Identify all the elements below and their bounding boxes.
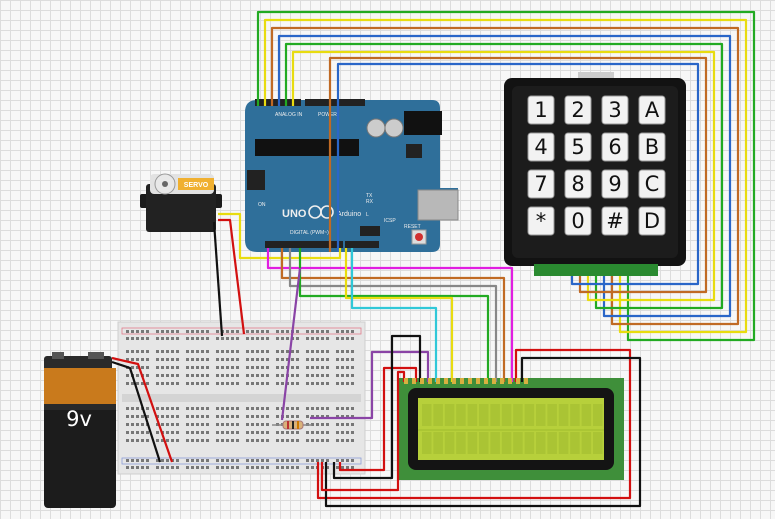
keypad-key[interactable]: 9	[601, 169, 629, 199]
keypad-key-label: #	[606, 209, 624, 233]
keypad-key-label: 1	[534, 98, 547, 122]
keypad-key[interactable]: 7	[527, 169, 555, 199]
keypad-key[interactable]: 6	[601, 132, 629, 162]
keypad-key[interactable]: D	[638, 206, 666, 236]
lcd-cells	[422, 404, 603, 454]
board-model-label: UNO	[282, 208, 307, 220]
led-on-label: ON	[258, 202, 266, 208]
keypad-key-label: 2	[571, 98, 584, 122]
battery-9v: 9v	[44, 352, 116, 508]
arduino-uno-board: ANALOG IN POWER DIGITAL (PWM~) ICSP TX R…	[245, 99, 459, 252]
lcd-pin-header	[404, 378, 528, 384]
led-tx-label: TX	[366, 193, 373, 199]
led-l-label: L	[366, 212, 369, 218]
reset-label: RESET	[404, 224, 421, 230]
breadboard	[117, 321, 366, 475]
keypad-key-label: 3	[608, 98, 621, 122]
keypad-key[interactable]: 4	[527, 132, 555, 162]
keypad-key[interactable]: #	[601, 206, 629, 236]
keypad-key-label: 5	[571, 135, 584, 159]
digital-header-label: DIGITAL (PWM~)	[290, 230, 329, 236]
keypad-key-label: 8	[571, 172, 584, 196]
icsp-label: ICSP	[384, 218, 396, 224]
keypad-key-label: B	[645, 135, 659, 159]
keypad-key[interactable]: A	[638, 95, 666, 125]
keypad-key-label: *	[536, 209, 547, 233]
keypad-key[interactable]: 2	[564, 95, 592, 125]
lcd-16x2	[398, 378, 624, 480]
keypad-key[interactable]: 0	[564, 206, 592, 236]
keypad-key[interactable]: 3	[601, 95, 629, 125]
led-rx-label: RX	[366, 199, 374, 205]
keypad-key-label: 6	[608, 135, 621, 159]
battery-label: 9v	[66, 407, 92, 431]
keypad-key[interactable]: B	[638, 132, 666, 162]
keypad-key[interactable]: C	[638, 169, 666, 199]
keypad-key[interactable]: 1	[527, 95, 555, 125]
power-header-label: POWER	[318, 112, 337, 118]
keypad-key-label: 0	[571, 209, 584, 233]
keypad-key-label: A	[645, 98, 660, 122]
keypad-key[interactable]: 8	[564, 169, 592, 199]
keypad-key-label: 9	[608, 172, 621, 196]
analog-header-label: ANALOG IN	[275, 112, 303, 118]
keypad-key-label: D	[644, 209, 660, 233]
board-brand-label: Arduino	[337, 211, 361, 218]
resistor	[272, 420, 312, 430]
keypad-key[interactable]: 5	[564, 132, 592, 162]
servo-motor: SERVO	[140, 173, 222, 232]
keypad-key-label: 7	[534, 172, 547, 196]
keypad-key-label: C	[645, 172, 660, 196]
wires	[111, 10, 756, 508]
keypad-key-label: 4	[534, 135, 547, 159]
keypad-key[interactable]: *	[527, 206, 555, 236]
servo-label: SERVO	[184, 182, 209, 189]
